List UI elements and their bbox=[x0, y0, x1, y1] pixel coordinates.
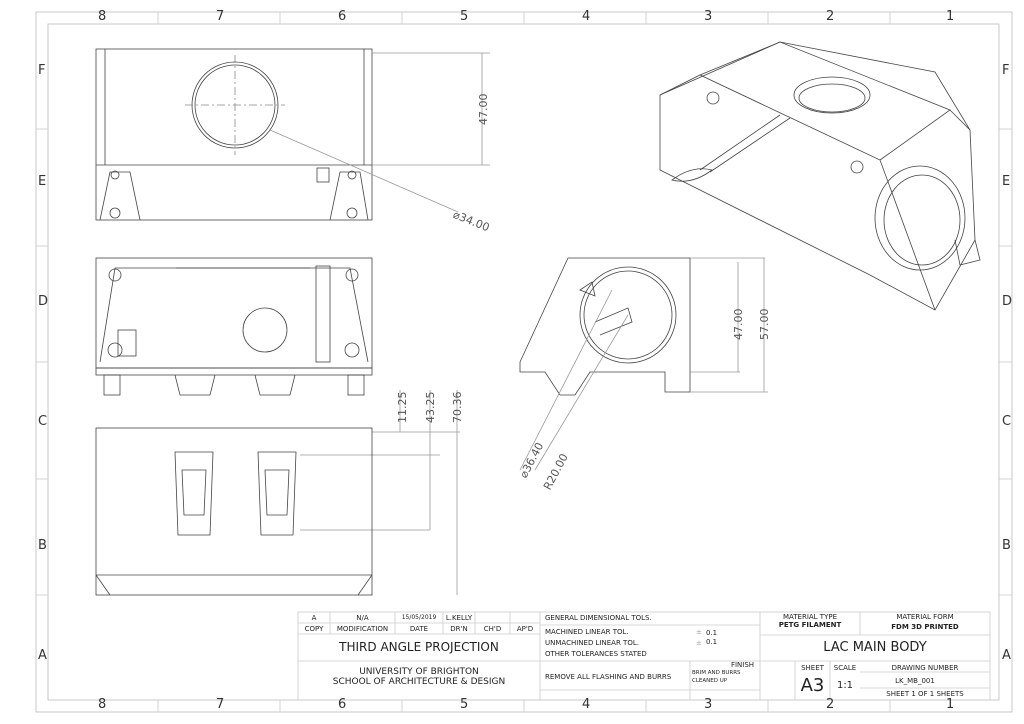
zone-row-e-right: E bbox=[1002, 174, 1011, 189]
material-type: PETG FILAMENT bbox=[778, 621, 842, 629]
material-type-label: MATERIAL TYPE bbox=[782, 613, 838, 621]
finish-label: FINISH bbox=[730, 661, 755, 669]
projection-label: THIRD ANGLE PROJECTION bbox=[339, 640, 499, 654]
zone-ticks bbox=[36, 12, 1012, 712]
zone-col-2-bottom: 2 bbox=[826, 697, 835, 712]
header-modification: MODIFICATION bbox=[336, 625, 389, 633]
zone-row-a-right: A bbox=[1002, 648, 1011, 663]
zone-row-e: E bbox=[38, 174, 47, 189]
dim-side-57: 57.00 bbox=[758, 308, 771, 341]
title-block-grid bbox=[297, 611, 991, 701]
dim-side-47: 47.00 bbox=[732, 308, 745, 341]
material-form: FDM 3D PRINTED bbox=[891, 623, 959, 631]
isometric-view bbox=[659, 41, 981, 311]
zone-row-a: A bbox=[38, 648, 47, 663]
zone-row-c-right: C bbox=[1002, 414, 1012, 429]
side-view bbox=[519, 257, 768, 471]
inner-frame bbox=[47, 23, 1000, 701]
dim-top-height: 47.00 bbox=[477, 93, 490, 126]
zone-col-4-bottom: 4 bbox=[582, 697, 591, 712]
scale-label: SCALE bbox=[833, 664, 857, 672]
zone-col-5-bottom: 5 bbox=[460, 697, 469, 712]
zone-col-8-bottom: 8 bbox=[98, 697, 107, 712]
sheet-size: A3 bbox=[800, 675, 825, 696]
zone-row-d: D bbox=[38, 294, 49, 309]
zone-col-5: 5 bbox=[460, 9, 469, 24]
zone-col-7-bottom: 7 bbox=[216, 697, 225, 712]
revision-copy: A bbox=[311, 614, 317, 622]
zone-row-c: C bbox=[38, 414, 48, 429]
zone-col-6: 6 bbox=[338, 9, 347, 24]
header-date: DATE bbox=[409, 625, 429, 633]
tol-unmachined: UNMACHINED LINEAR TOL. bbox=[545, 639, 639, 647]
sheet-count: SHEET 1 OF 1 SHEETS bbox=[886, 690, 964, 698]
institution-line-1: UNIVERSITY OF BRIGHTON bbox=[359, 667, 479, 677]
front-view bbox=[95, 257, 460, 595]
zone-col-4: 4 bbox=[582, 9, 591, 24]
tol-machined: MACHINED LINEAR TOL. bbox=[545, 628, 629, 636]
header-approved: AP'D bbox=[516, 625, 534, 633]
dim-front-43-25: 43.25 bbox=[424, 391, 437, 424]
drawing-number-label: DRAWING NUMBER bbox=[891, 664, 959, 672]
header-drawn: DR'N bbox=[450, 625, 468, 633]
zone-col-3-bottom: 3 bbox=[704, 697, 713, 712]
finish-value: BRIM AND BURRS CLEANED UP bbox=[692, 670, 741, 684]
zone-col-8: 8 bbox=[98, 9, 107, 24]
dim-front-11-25: 11.25 bbox=[396, 391, 409, 424]
zone-col-3: 3 bbox=[704, 9, 713, 24]
zone-col-7: 7 bbox=[216, 9, 225, 24]
zone-row-f-right: F bbox=[1002, 63, 1010, 78]
tol-unmachined-plusminus: ± bbox=[696, 639, 702, 647]
institution-line-2: SCHOOL OF ARCHITECTURE & DESIGN bbox=[332, 677, 506, 687]
dim-front-70-36: 70.36 bbox=[451, 391, 464, 424]
bottom-view bbox=[95, 427, 373, 596]
header-copy: COPY bbox=[304, 625, 324, 633]
zone-row-b: B bbox=[38, 538, 47, 553]
scale-value: 1:1 bbox=[836, 680, 854, 691]
revision-date: 15/05/2019 bbox=[401, 614, 437, 621]
material-form-label: MATERIAL FORM bbox=[896, 613, 954, 621]
zone-col-1-bottom: 1 bbox=[946, 697, 955, 712]
tol-machined-plusminus: ± bbox=[696, 628, 702, 636]
tol-general: GENERAL DIMENSIONAL TOLS. bbox=[545, 614, 652, 622]
zone-col-2: 2 bbox=[826, 9, 835, 24]
tol-unmachined-value: 0.1 bbox=[706, 638, 718, 646]
zone-row-d-right: D bbox=[1002, 294, 1013, 309]
revision-modification: N/A bbox=[356, 614, 369, 622]
finishing-note: REMOVE ALL FLASHING AND BURRS bbox=[545, 673, 672, 681]
revision-drawn: L.KELLY bbox=[445, 614, 473, 622]
header-checked: CH'D bbox=[483, 625, 502, 633]
zone-row-b-right: B bbox=[1002, 538, 1011, 553]
zone-row-f: F bbox=[38, 63, 46, 78]
top-view bbox=[95, 48, 490, 221]
tol-machined-value: 0.1 bbox=[706, 629, 718, 637]
outer-frame bbox=[35, 11, 1013, 713]
drawing-number: LK_MB_001 bbox=[895, 677, 935, 685]
part-title: LAC MAIN BODY bbox=[823, 640, 927, 655]
sheet-label: SHEET bbox=[801, 664, 824, 672]
zone-col-6-bottom: 6 bbox=[338, 697, 347, 712]
zone-col-1: 1 bbox=[946, 9, 955, 24]
tol-other: OTHER TOLERANCES STATED bbox=[545, 650, 647, 658]
